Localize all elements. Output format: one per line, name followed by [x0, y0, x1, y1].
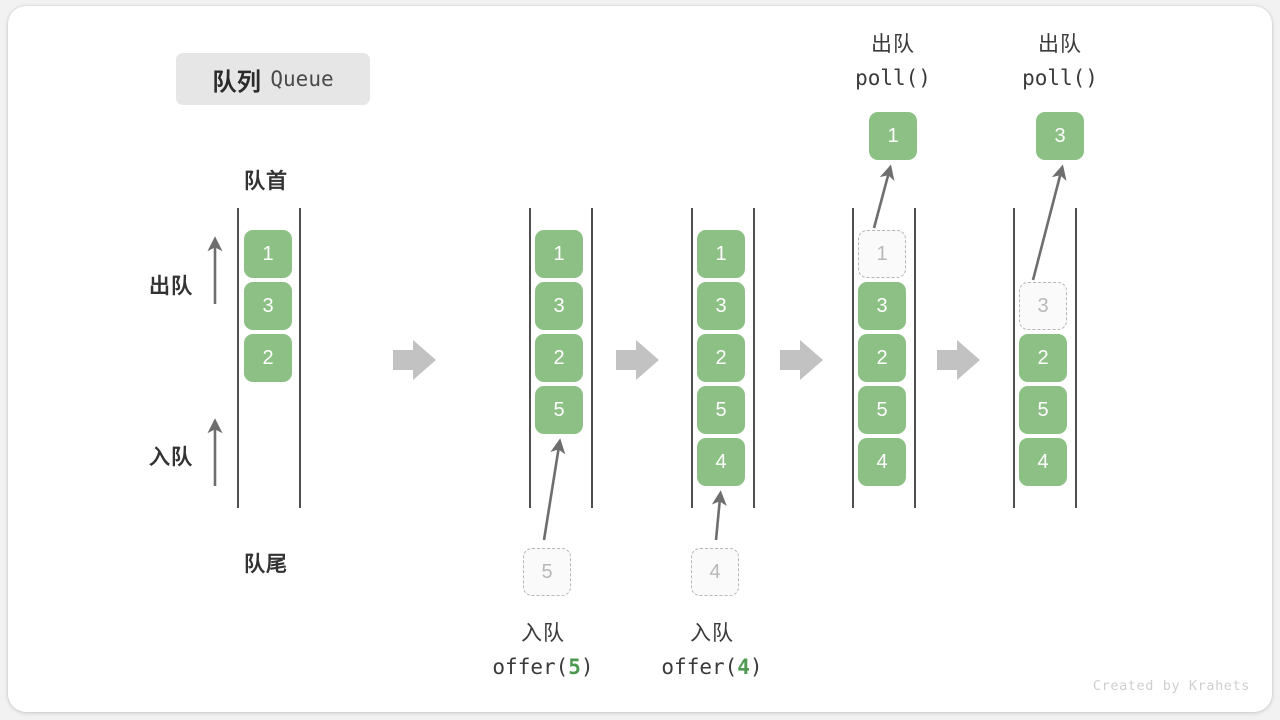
operation-close: ) — [580, 654, 594, 679]
queue-cell: 4 — [1019, 438, 1067, 486]
queue-rear-label: 队尾 — [244, 553, 288, 576]
rail-right-col5 — [1075, 208, 1077, 508]
operation-fn: offer( — [492, 654, 569, 679]
operation-code: poll() — [855, 65, 931, 90]
operation-caption-poll-1: 出队 poll() — [813, 29, 973, 94]
queue-cell-removed: 3 — [1019, 282, 1067, 330]
queue-cell: 5 — [1019, 386, 1067, 434]
queue-cell: 3 — [858, 282, 906, 330]
queue-cell: 2 — [535, 334, 583, 382]
queue-cell-removed: 1 — [858, 230, 906, 278]
polled-element: 3 — [1036, 112, 1084, 160]
rail-left-col1 — [237, 208, 239, 508]
operation-label-cn: 出队 — [1038, 33, 1082, 56]
step-arrow-icon — [937, 340, 980, 380]
queue-cell: 1 — [697, 230, 745, 278]
queue-cell: 2 — [858, 334, 906, 382]
queue-cell: 4 — [858, 438, 906, 486]
rail-left-col2 — [529, 208, 531, 508]
queue-cell: 1 — [535, 230, 583, 278]
operation-label-cn: 入队 — [521, 622, 565, 645]
operation-code: offer(4) — [632, 651, 792, 684]
queue-cell: 3 — [697, 282, 745, 330]
diagram-card: 队列 Queue 队首 队尾 出队 入队 1 3 2 1 3 2 5 5 1 3… — [8, 6, 1272, 712]
queue-cell: 5 — [858, 386, 906, 434]
operation-fn: offer( — [661, 654, 738, 679]
operation-code: poll() — [1022, 65, 1098, 90]
dequeue-direction-label: 出队 — [149, 275, 193, 298]
queue-cell: 5 — [535, 386, 583, 434]
rail-right-col4 — [914, 208, 916, 508]
incoming-element-ghost: 5 — [523, 548, 571, 596]
queue-cell: 3 — [535, 282, 583, 330]
polled-element: 1 — [869, 112, 917, 160]
offer-5-arrow-icon — [542, 438, 566, 541]
rail-left-col3 — [691, 208, 693, 508]
operation-caption-poll-2: 出队 poll() — [980, 29, 1140, 94]
operation-label-cn: 出队 — [871, 33, 915, 56]
rail-right-col3 — [753, 208, 755, 508]
operation-code: offer(5) — [463, 651, 623, 684]
watermark-credit: Created by Krahets — [1092, 678, 1250, 694]
queue-cell: 2 — [244, 334, 292, 382]
incoming-element-ghost: 4 — [691, 548, 739, 596]
poll-1-arrow-icon — [872, 164, 895, 229]
diagram-title-en: Queue — [270, 67, 334, 91]
step-arrow-icon — [780, 340, 823, 380]
rail-left-col5 — [1013, 208, 1015, 508]
queue-cell: 5 — [697, 386, 745, 434]
poll-3-arrow-icon — [1031, 164, 1067, 281]
queue-cell: 3 — [244, 282, 292, 330]
queue-front-label: 队首 — [244, 170, 288, 193]
rail-left-col4 — [852, 208, 854, 508]
operation-caption-offer-5: 入队 offer(5) — [463, 618, 623, 683]
rail-right-col1 — [299, 208, 301, 508]
step-arrow-icon — [393, 340, 436, 380]
step-arrow-icon — [616, 340, 659, 380]
diagram-title-chip: 队列 Queue — [176, 53, 370, 105]
arrow-overlay — [207, 164, 1067, 541]
queue-cell: 2 — [1019, 334, 1067, 382]
operation-label-cn: 入队 — [690, 622, 734, 645]
operation-caption-offer-4: 入队 offer(4) — [632, 618, 792, 683]
rail-right-col2 — [591, 208, 593, 508]
queue-cell: 2 — [697, 334, 745, 382]
operation-arg: 4 — [737, 654, 750, 679]
offer-4-arrow-icon — [711, 490, 727, 541]
operation-close: ) — [749, 654, 763, 679]
operation-arg: 5 — [568, 654, 581, 679]
queue-cell: 1 — [244, 230, 292, 278]
queue-cell: 4 — [697, 438, 745, 486]
diagram-title-cn: 队列 — [212, 68, 262, 96]
enqueue-direction-label: 入队 — [149, 446, 193, 469]
